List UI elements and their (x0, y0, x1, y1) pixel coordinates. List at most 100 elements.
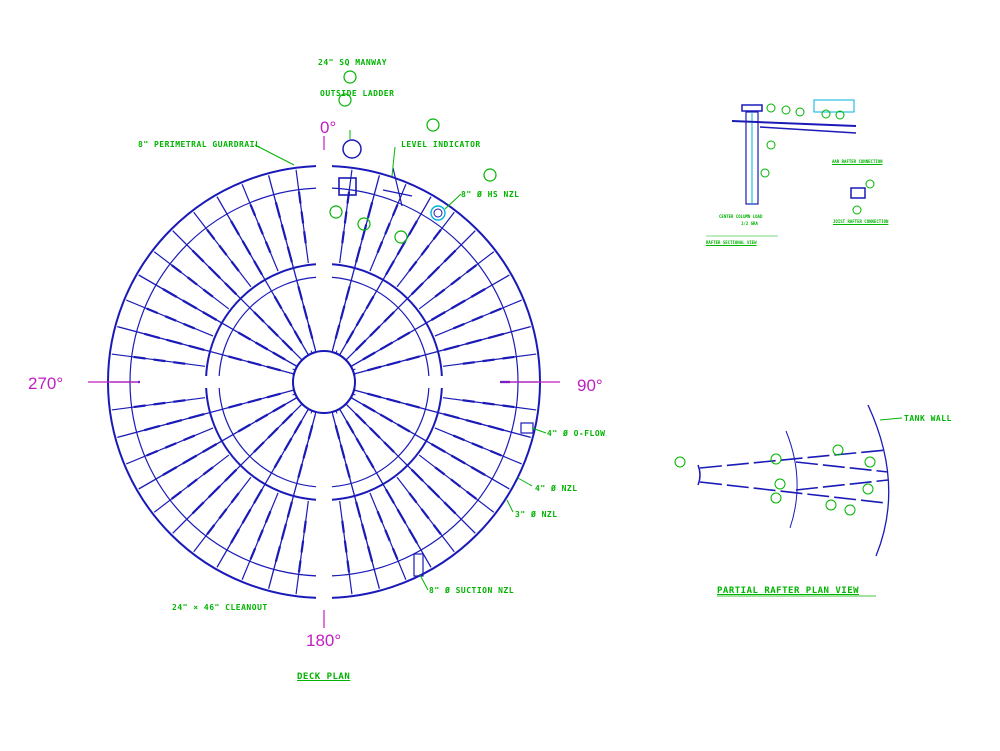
center-column-label: CENTER COLUMN LOAD (719, 214, 763, 219)
deck-beam-segment (434, 259, 484, 298)
suction-fitting (413, 553, 424, 577)
tag-bubble (835, 110, 845, 120)
deck-beam-segment (376, 510, 402, 568)
tag-bubble (394, 230, 408, 244)
deck-beam-segment (188, 246, 238, 296)
deck-beam-segment (385, 216, 420, 276)
deck-beam-segment (430, 286, 490, 321)
tag-bubble (760, 168, 770, 178)
detail-a-label: AAR RAFTER CONNECTION (832, 159, 883, 164)
deck-beam-segment (297, 425, 314, 479)
joist-connection (850, 187, 866, 199)
tank-wall-label: TANK WALL (904, 414, 952, 423)
hs-nozzle (430, 205, 446, 221)
hs-nozzle-inner (433, 208, 443, 218)
deck-beam-segment (376, 196, 402, 254)
deck-beam-segment (158, 443, 218, 478)
deck-beam-segment (334, 425, 351, 479)
center-column-sub-label: 1/2 GRA (741, 221, 758, 226)
deck-beam-segment (355, 413, 396, 454)
deck-beam-segment (140, 331, 205, 351)
angle-label-180: 180° (306, 631, 342, 650)
tag-bubble (844, 504, 856, 516)
tag-bubble (832, 444, 844, 456)
deck-beam-segment (452, 434, 510, 460)
tag-bubble (770, 453, 782, 465)
tag-bubble (781, 105, 791, 115)
deck-beam-segment (410, 246, 460, 296)
leader-line (391, 146, 396, 177)
partial-plan-title: PARTIAL RAFTER PLAN VIEW (717, 586, 860, 596)
tank-wall-arc (867, 404, 890, 557)
deck-beam-segment (408, 492, 447, 542)
deck-beam-segment (228, 488, 263, 548)
deck-beam-segment (236, 403, 286, 433)
deck-beam-segment (227, 355, 281, 372)
cleanout-label: 24" × 46" CLEANOUT (172, 603, 268, 612)
deck-beam-segment (252, 310, 293, 351)
partial-rafter (795, 479, 889, 491)
deck-beam-segment (355, 501, 375, 566)
deck-beam-segment (125, 399, 186, 410)
column-cap (741, 104, 763, 112)
deck-beam-segment (362, 403, 412, 433)
tag-bubble (674, 456, 686, 468)
tag-bubble (864, 456, 876, 468)
deck-beam-segment (164, 259, 214, 298)
deck-center-ring (292, 350, 356, 414)
partial-rafter (699, 481, 887, 504)
manway-ring (342, 139, 362, 159)
tag-bubble (774, 478, 786, 490)
deck-beam-segment (138, 304, 196, 330)
tag-bubble (825, 499, 837, 511)
deck-beam-segment (252, 413, 293, 454)
manway-label: 24" SQ MANWAY (318, 58, 388, 67)
tag-bubble (357, 217, 371, 231)
deck-beam-segment (452, 304, 510, 330)
level-indicator-pipe (392, 167, 403, 207)
leader-line (419, 574, 429, 591)
angle-label-270: 270° (28, 374, 64, 393)
deck-plan-title: DECK PLAN (297, 672, 351, 682)
deck-beam-segment (434, 466, 484, 505)
leader-line (506, 499, 514, 513)
hs-nozzle-label: 8" Ø HS NZL (461, 190, 520, 199)
deck-beam-segment (443, 413, 508, 433)
deck-beam-segment (410, 468, 460, 518)
detail-box (813, 99, 855, 113)
tag-bubble (770, 492, 782, 504)
outside-ladder-label: OUTSIDE LADDER (320, 89, 395, 98)
partial-rafter (699, 449, 887, 469)
center-ring-arc (697, 464, 701, 486)
tag-bubble (329, 205, 343, 219)
deck-beam-segment (462, 399, 523, 410)
tag-bubble (821, 109, 831, 119)
deck-beam-segment (273, 198, 293, 263)
nozzle-4-label: 4" Ø NZL (535, 484, 578, 493)
deck-beam-segment (345, 294, 375, 344)
partial-rafter-plan (674, 404, 903, 597)
tag-bubble (426, 118, 440, 132)
rafter-section-title: RAFTER SECTIONAL VIEW (706, 240, 757, 245)
intermediate-ring-arc (785, 430, 798, 529)
deck-beam-segment (462, 354, 523, 365)
nozzle-3-label: 3" Ø NZL (515, 510, 558, 519)
rafter-beam (759, 126, 857, 134)
deck-beam-segment (367, 392, 421, 409)
leader-line (517, 477, 533, 487)
ladder-hatch (338, 177, 357, 196)
tag-bubble (852, 205, 862, 215)
angle-label-0: 0° (320, 118, 337, 137)
deck-beam-segment (443, 331, 508, 351)
deck-beam-segment (246, 510, 272, 568)
angle-label-90: 90° (577, 376, 603, 395)
tag-bubble (862, 483, 874, 495)
tag-bubble (766, 103, 776, 113)
deck-beam-segment (228, 216, 263, 276)
deck-beam-segment (138, 434, 196, 460)
deck-beam-segment (273, 294, 303, 344)
tag-bubble (483, 168, 497, 182)
level-indicator-pipe (382, 189, 413, 197)
deck-beam-segment (367, 355, 421, 372)
